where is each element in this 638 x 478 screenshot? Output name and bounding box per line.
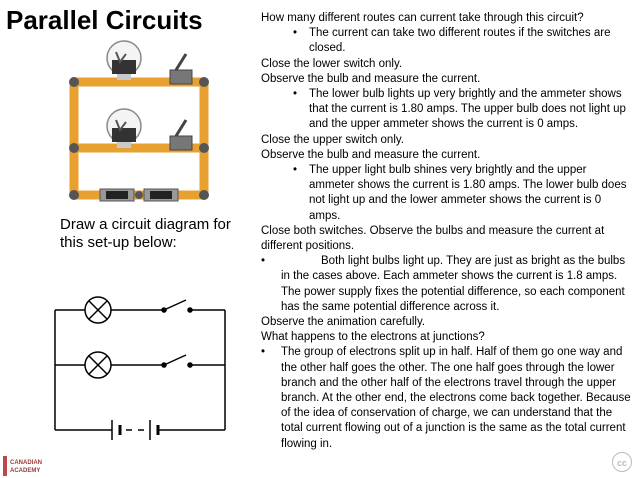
- question-junctions: What happens to the electrons at junctio…: [261, 331, 485, 344]
- explanation-text: How many different routes can current ta…: [261, 11, 631, 452]
- lower-switch-photo: [169, 119, 193, 151]
- bullet: •: [261, 346, 266, 359]
- upper-switch-photo: [169, 53, 193, 85]
- answer-junctions: •The group of electrons split up in half…: [261, 346, 631, 450]
- step-close-lower: Close the lower switch only.: [261, 57, 403, 70]
- page-title: Parallel Circuits: [6, 5, 203, 35]
- step-observe-2: Observe the bulb and measure the current…: [261, 148, 481, 161]
- bullet: •: [261, 255, 266, 268]
- logo-line2: ACADEMY: [10, 468, 40, 474]
- answer-routes: •The current can take two different rout…: [293, 27, 611, 55]
- answer-both: •Both light bulbs light up. They are jus…: [261, 255, 626, 313]
- instruction-caption: Draw a circuit diagram for this set-up b…: [60, 216, 231, 251]
- answer-lower: •The lower bulb lights up very brightly …: [293, 88, 626, 131]
- logo-line1: CANADIAN: [10, 460, 42, 466]
- creative-commons-icon: cc: [612, 452, 632, 472]
- canadian-academy-logo: CANADIAN ACADEMY: [3, 456, 42, 476]
- circuit-photo: [69, 40, 209, 202]
- bullet: •: [293, 27, 298, 40]
- lower-bulb-photo: [106, 108, 142, 148]
- question-routes: How many different routes can current ta…: [261, 12, 584, 24]
- upper-bulb-photo: [106, 40, 142, 80]
- circuit-diagram: [54, 296, 226, 440]
- battery-photo: [99, 188, 179, 202]
- bullet: •: [293, 164, 298, 177]
- bullet: •: [293, 88, 298, 101]
- answer-upper: •The upper light bulb shines very bright…: [293, 164, 627, 222]
- step-close-upper: Close the upper switch only.: [261, 133, 404, 146]
- step-animation: Observe the animation carefully.: [261, 316, 426, 329]
- step-close-both: Close both switches. Observe the bulbs a…: [261, 224, 605, 253]
- step-observe-1: Observe the bulb and measure the current…: [261, 72, 481, 85]
